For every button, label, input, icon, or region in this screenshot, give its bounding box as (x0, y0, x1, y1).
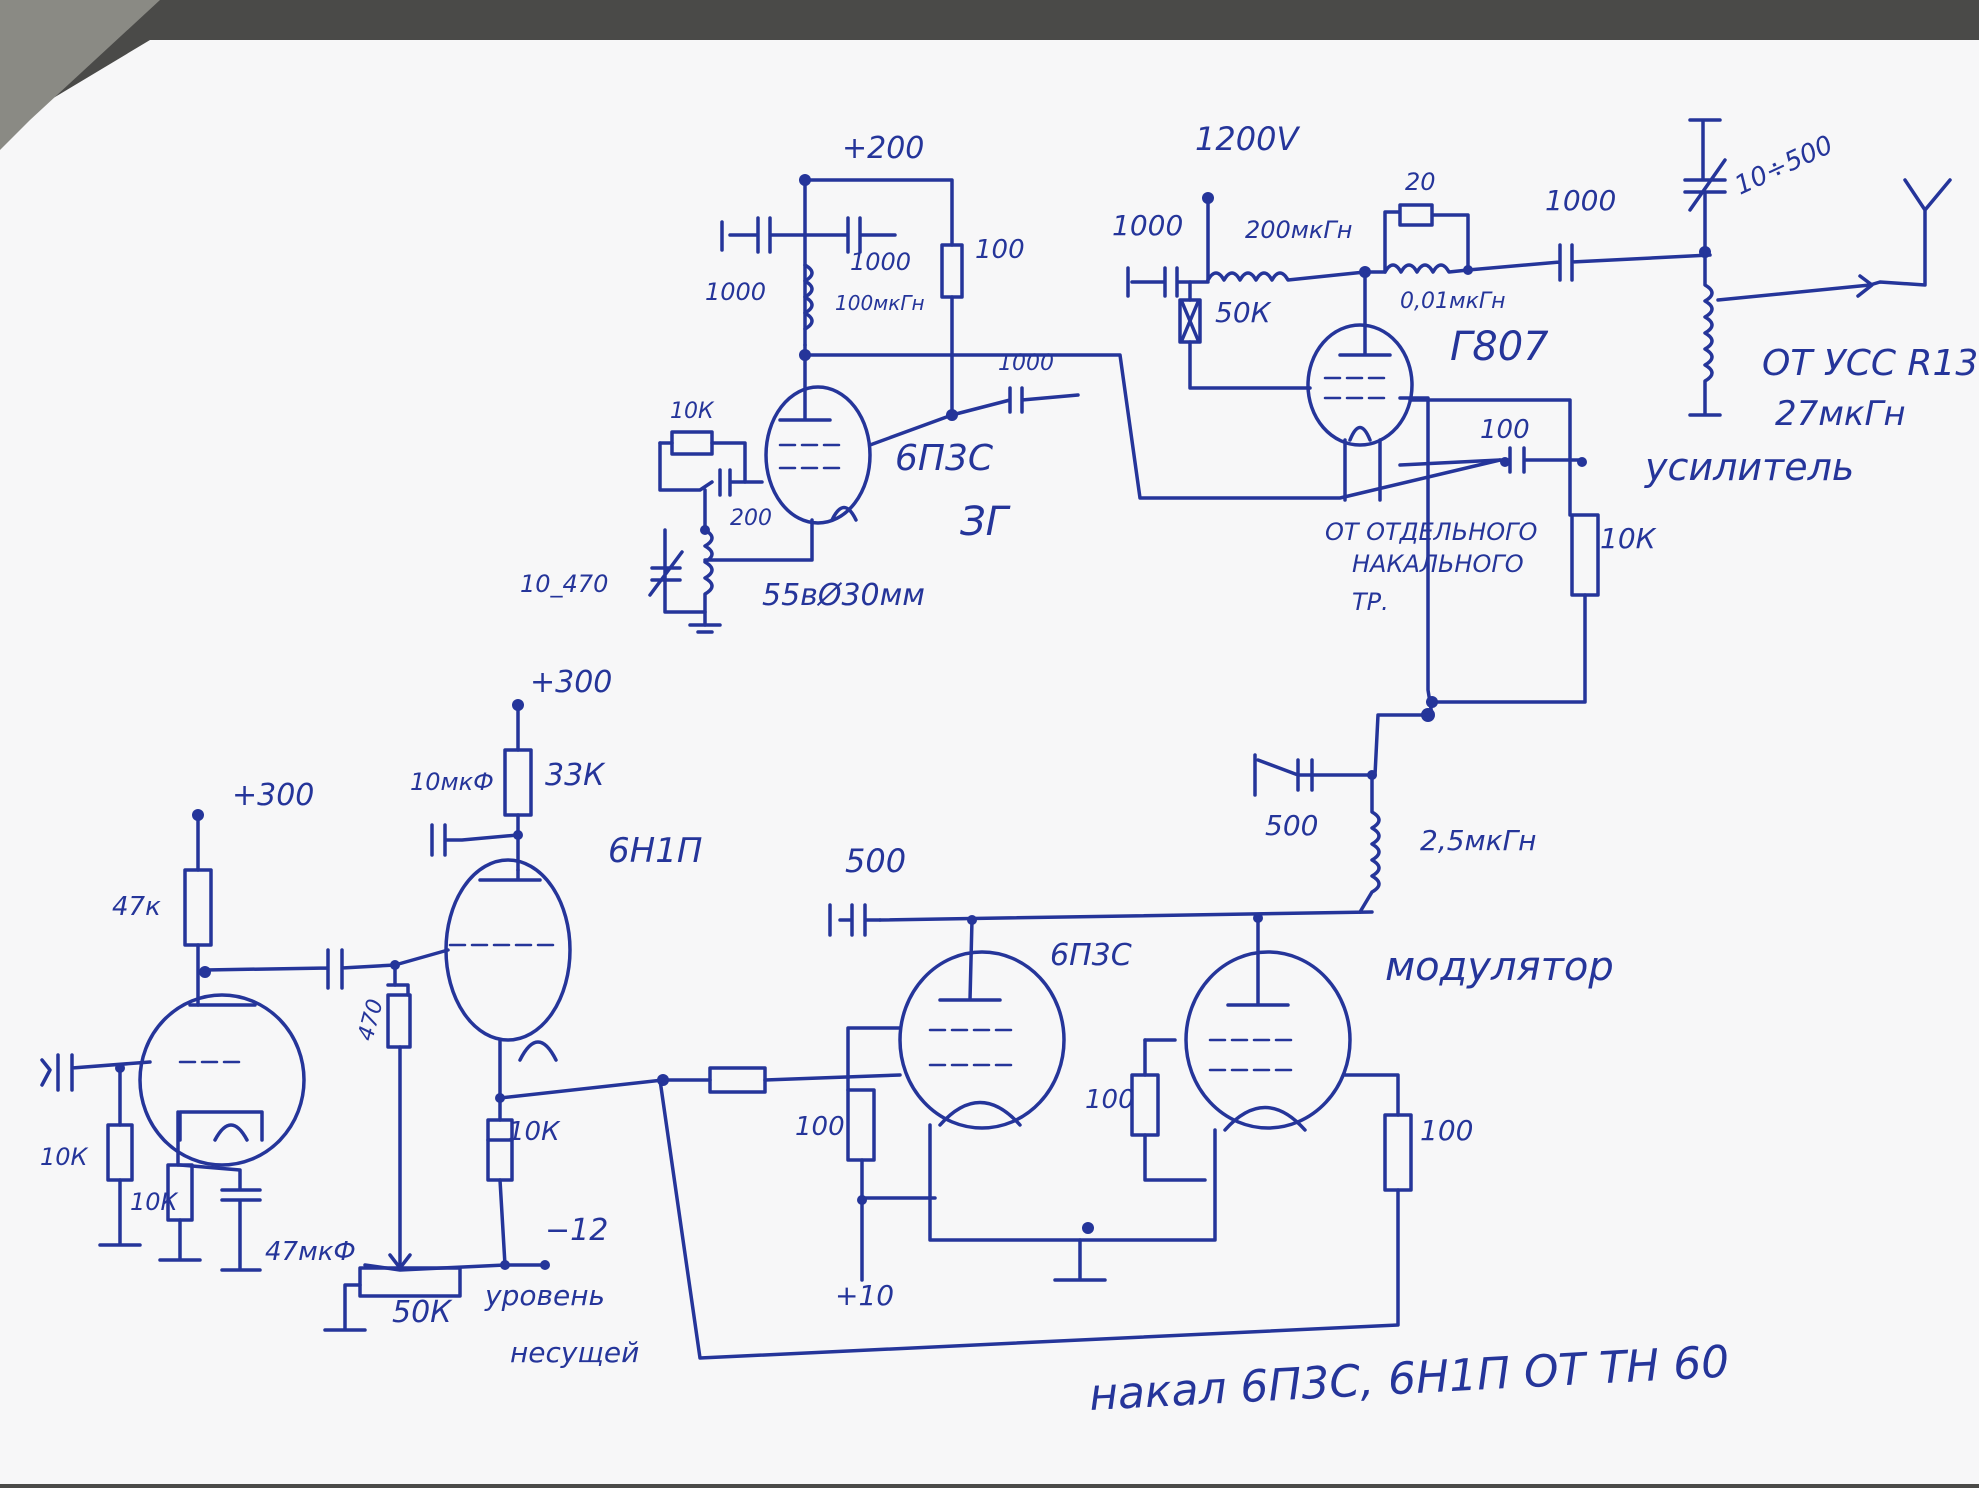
pre-plate-res-label: 47к (112, 892, 161, 922)
osc-grid-cap-label: 200 (730, 506, 772, 531)
amp-stage-label: усилитель (1644, 445, 1854, 489)
pre-grid-res-label: 10К (40, 1143, 89, 1171)
amp-out-cap-label: 1000 (1545, 184, 1616, 217)
pre-decoupling-cap-label: 10мкФ (410, 768, 494, 796)
amp-filament-line2: НАКАЛЬНОГО (1352, 550, 1524, 578)
pre-supply1-label: +300 (232, 778, 314, 813)
amp-parasitic-res-label: 20 (1405, 168, 1436, 196)
osc-coil-label: 55вØ30мм (762, 578, 925, 613)
amplifier-stage (1126, 118, 1952, 914)
amp-filament-line1: ОТ ОТДЕЛЬНОГО (1325, 518, 1537, 546)
pre-level-line2: несущей (510, 1336, 639, 1369)
amp-coil-value-label: 27мкГн (1775, 394, 1906, 434)
amp-bypass-cap-label: 1000 (1112, 209, 1183, 242)
mod-choke-label: 2,5мкГн (1420, 824, 1536, 857)
pre-cathode-res-label: 10К (130, 1188, 179, 1216)
osc-tube-label: 6П3С (895, 438, 994, 479)
amp-coil-source-label: ОТ УСС R13 (1762, 343, 1978, 384)
mod-grid-res1-label: 100 (795, 1112, 845, 1142)
mod-cathode-res-label: 100 (1420, 1114, 1473, 1147)
pre-cathode-res2-label: 10К (508, 1117, 561, 1147)
osc-screen-res-label: 100 (975, 235, 1025, 265)
amp-screen-res-label: 10К (1600, 522, 1657, 555)
oscillator-stage (648, 174, 1502, 634)
mod-stage-label: модулятор (1385, 944, 1614, 990)
amp-filament-line3: ТР. (1352, 588, 1389, 616)
mod-grid-res2-label: 100 (1085, 1085, 1135, 1115)
osc-series-cap-label: 1000 (850, 248, 911, 276)
amp-screen-cap-label: 100 (1480, 415, 1530, 445)
pre-bias-label: −12 (545, 1213, 608, 1248)
mod-bias-label: +10 (835, 1279, 894, 1312)
osc-choke-label: 100мкГн (835, 291, 925, 315)
osc-trimmer-label: 10_470 (520, 570, 608, 598)
amp-parasitic-choke-label: 0,01мкГн (1400, 289, 1506, 314)
osc-coupling-cap-label: 1000 (998, 351, 1054, 376)
pre-cathode-cap-label: 47мкФ (265, 1237, 356, 1267)
mod-tube-label: 6П3С (1050, 938, 1132, 973)
modulator-stage (657, 903, 1413, 1360)
pre-pot-label: 50К (392, 1295, 453, 1330)
pre-decoupling-res-label: 33К (545, 758, 606, 793)
preamp-stage (40, 699, 665, 1332)
mod-bypass-cap-label: 500 (845, 842, 906, 880)
mod-cap-label: 500 (1265, 809, 1318, 842)
amp-choke-label: 200мкГн (1245, 216, 1352, 244)
amp-supply-label: 1200V (1195, 120, 1300, 158)
osc-grid-res-label: 10К (670, 399, 715, 424)
pre-supply2-label: +300 (530, 665, 612, 700)
amp-tube-label: Г807 (1450, 324, 1549, 370)
pre-level-line1: уровень (484, 1279, 605, 1312)
osc-supply-label: +200 (842, 131, 924, 166)
pre-tube-label: 6Н1П (608, 831, 702, 871)
osc-bypass-cap-label: 1000 (705, 278, 766, 306)
osc-stage-label: ЗГ (960, 499, 1011, 545)
amp-grid-res-label: 50К (1215, 296, 1272, 329)
